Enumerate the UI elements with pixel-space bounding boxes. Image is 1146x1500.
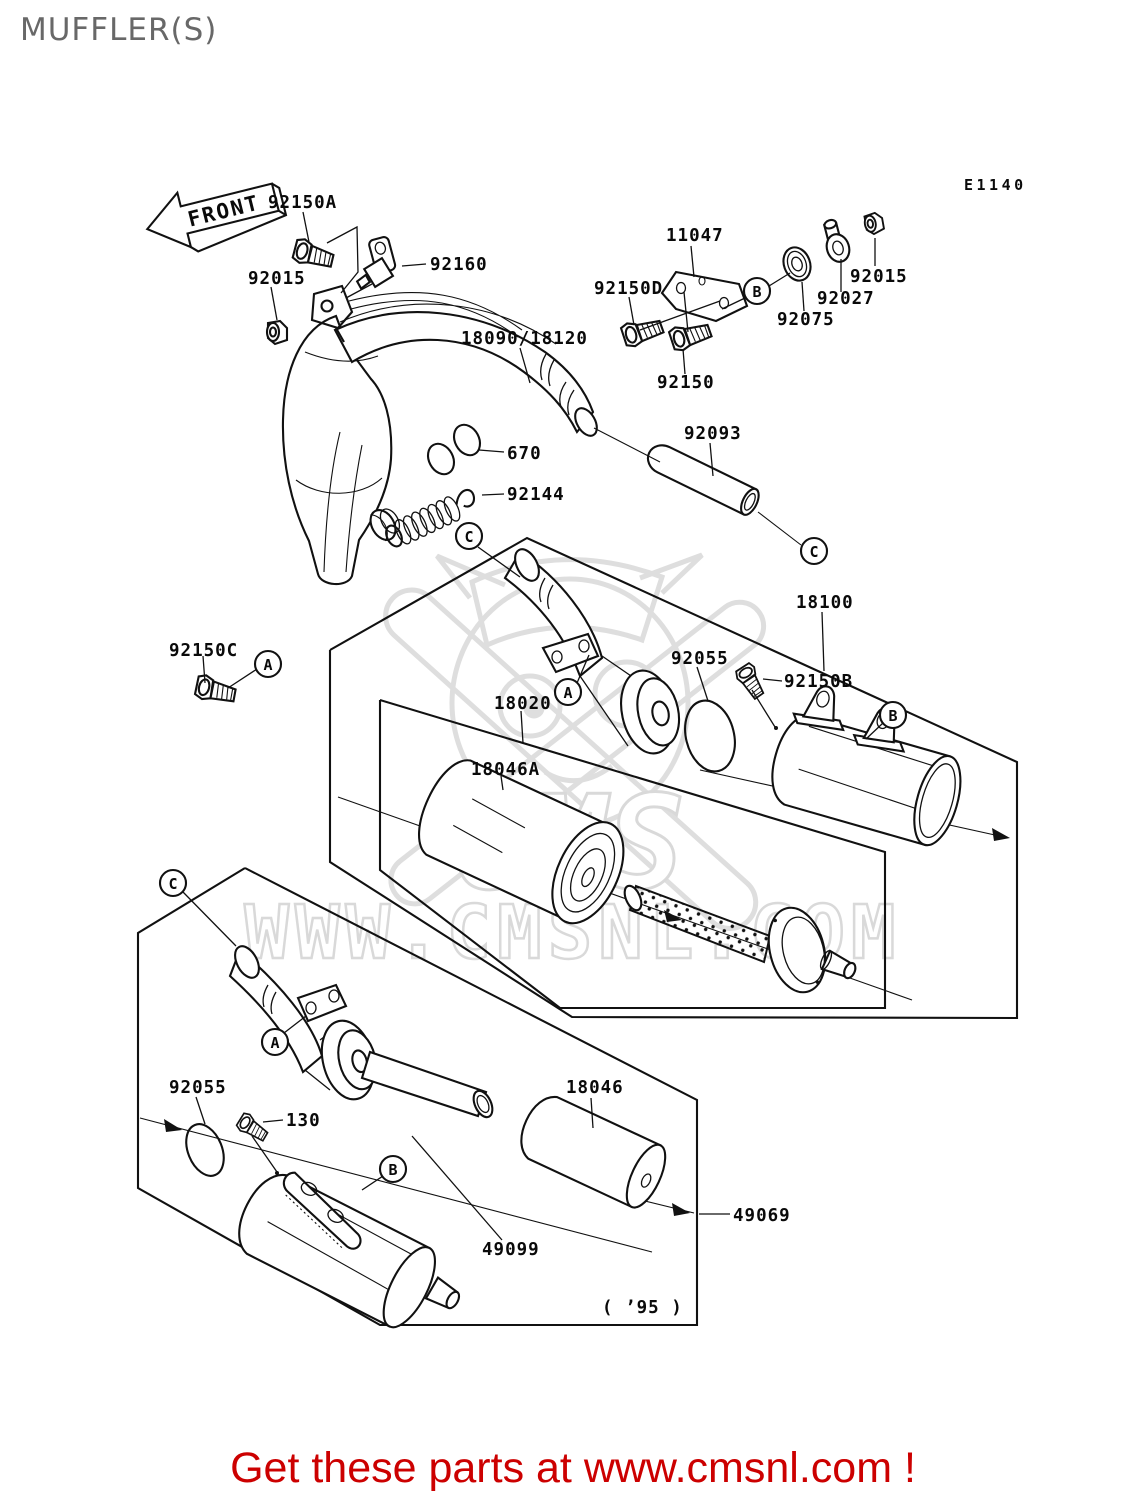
footer-link[interactable]: Get these parts at www.cmsnl.com ! xyxy=(230,1444,916,1492)
sleeve-92027 xyxy=(822,218,851,263)
part-label-18100[interactable]: 18100 xyxy=(796,593,854,613)
svg-text:B: B xyxy=(888,707,897,725)
part-label-49099[interactable]: 49099 xyxy=(482,1240,540,1260)
grommet-92075 xyxy=(782,246,812,282)
part-label-92055-lower[interactable]: 92055 xyxy=(169,1078,227,1098)
part-label-92150a[interactable]: 92150A xyxy=(268,193,337,213)
packing-18046a xyxy=(418,759,625,925)
bolt-92150 xyxy=(667,317,715,354)
part-label-11047[interactable]: 11047 xyxy=(666,226,724,246)
part-label-18046[interactable]: 18046 xyxy=(566,1078,624,1098)
page-title: MUFFLER(S) xyxy=(20,12,218,48)
bolt-92150d xyxy=(619,313,667,350)
mount-strap xyxy=(282,1171,362,1250)
mount-plate-11047 xyxy=(660,270,749,323)
ref-marker-b: B xyxy=(878,700,908,730)
part-labels: E1140 92150A 92015 92160 18090/18120 110… xyxy=(169,176,1027,1318)
part-label-92150b[interactable]: 92150B xyxy=(784,672,853,692)
svg-text:C: C xyxy=(464,528,473,546)
gasket-92055-lower xyxy=(185,1123,225,1177)
packing-18046 xyxy=(520,1096,667,1209)
upper-assembly-box xyxy=(328,536,1019,1020)
part-label-92075[interactable]: 92075 xyxy=(777,310,835,330)
part-label-92150d[interactable]: 92150D xyxy=(594,279,663,299)
bolt-92150a xyxy=(289,236,338,274)
part-label-670[interactable]: 670 xyxy=(507,444,542,464)
part-label-49069[interactable]: 49069 xyxy=(733,1206,791,1226)
nut-92015-left xyxy=(265,319,289,346)
silencer-body-49099 xyxy=(238,1171,461,1329)
silencer-body-18100 xyxy=(771,685,962,847)
ref-marker-b: B xyxy=(742,276,772,306)
silencer-head-pipe-lower xyxy=(228,945,494,1119)
ref-marker-b: B xyxy=(378,1154,408,1184)
leader-lines xyxy=(182,211,884,1241)
ref-marker-c: C xyxy=(799,536,829,566)
lower-assembly-box xyxy=(136,867,699,1327)
svg-text:A: A xyxy=(263,656,272,674)
bolt-92150b xyxy=(732,660,770,703)
diagram-code: E1140 xyxy=(964,176,1027,194)
baffle-tube xyxy=(623,884,857,994)
gasket-92055-upper xyxy=(684,699,736,773)
variant-note: ( ’95 ) xyxy=(602,1298,683,1318)
part-label-18046a[interactable]: 18046A xyxy=(471,760,540,780)
upper-inner-box xyxy=(378,698,887,1010)
part-label-18090-18120[interactable]: 18090/18120 xyxy=(461,329,588,349)
chamber-bracket xyxy=(310,284,354,343)
ref-marker-c: C xyxy=(158,868,188,898)
part-label-92093[interactable]: 92093 xyxy=(684,424,742,444)
part-label-18020[interactable]: 18020 xyxy=(494,694,552,714)
ref-marker-a: A xyxy=(553,677,583,707)
damper-92160 xyxy=(355,236,397,291)
part-label-92144[interactable]: 92144 xyxy=(507,485,565,505)
part-label-92055-upper[interactable]: 92055 xyxy=(671,649,729,669)
svg-text:C: C xyxy=(168,875,177,893)
connector-tube-92093 xyxy=(646,444,760,516)
bolt-130 xyxy=(233,1110,272,1146)
svg-text:A: A xyxy=(563,684,572,702)
o-rings-670 xyxy=(426,423,482,476)
part-label-92160[interactable]: 92160 xyxy=(430,255,488,275)
part-label-92150c[interactable]: 92150C xyxy=(169,641,238,661)
ref-markers: B C C A A B C A B xyxy=(158,276,908,1184)
part-label-92015-left[interactable]: 92015 xyxy=(248,269,306,289)
front-direction-arrow: FRONT xyxy=(145,182,288,253)
svg-text:C: C xyxy=(809,543,818,561)
spring-92144 xyxy=(385,488,475,548)
bolt-92150c xyxy=(192,672,240,709)
part-label-92150[interactable]: 92150 xyxy=(657,373,715,393)
part-label-92015-right[interactable]: 92015 xyxy=(850,267,908,287)
svg-text:B: B xyxy=(752,283,761,301)
ref-marker-c: C xyxy=(454,521,484,551)
clamp-bracket-1 xyxy=(792,685,845,732)
ref-marker-a: A xyxy=(253,649,283,679)
part-label-130[interactable]: 130 xyxy=(286,1111,321,1131)
part-label-92027[interactable]: 92027 xyxy=(817,289,875,309)
svg-text:B: B xyxy=(388,1161,397,1179)
svg-text:A: A xyxy=(270,1034,279,1052)
nut-92015-right xyxy=(862,210,886,237)
ref-marker-a: A xyxy=(260,1027,290,1057)
silencer-head-pipe-18020 xyxy=(503,548,681,755)
expansion-chamber xyxy=(281,284,598,586)
